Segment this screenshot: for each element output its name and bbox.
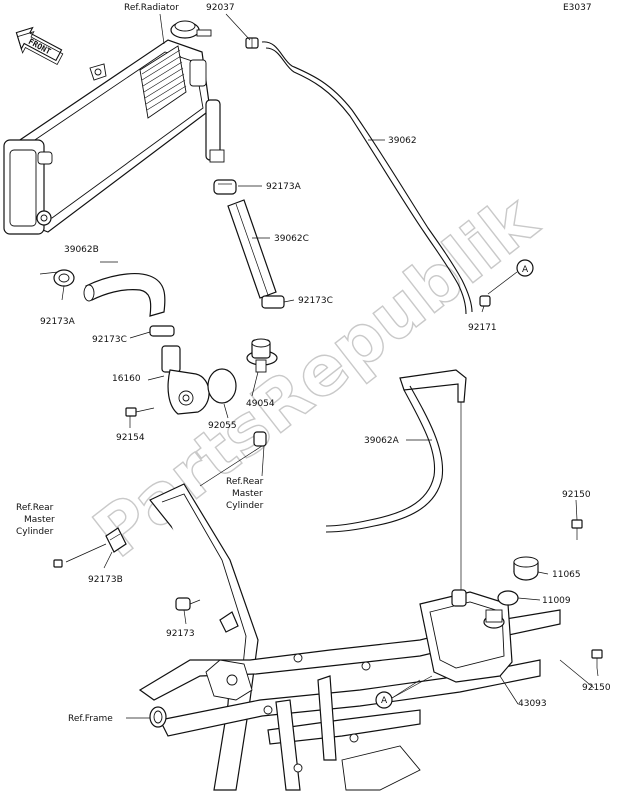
label-92150-bottom: 92150: [582, 683, 611, 693]
clamp-92173c-right: [261, 295, 285, 309]
label-92173a-top: 92173A: [266, 182, 302, 192]
label-11009: 11009: [542, 596, 571, 606]
clamp-92037: [245, 37, 259, 49]
hose-39062-edge: [265, 47, 467, 315]
clamp-92173a-upper: [213, 179, 237, 195]
watermark: PartsRepublik: [80, 180, 553, 574]
hose-39062: [261, 41, 473, 313]
leader-lines: [39, 13, 599, 719]
label-92037: 92037: [206, 3, 235, 13]
clamp-92173: [175, 597, 191, 611]
oring-92055: [207, 368, 237, 404]
label-39062b: 39062B: [64, 245, 99, 255]
ref-master-left-3: Cylinder: [16, 527, 54, 537]
hose-39062c: [227, 199, 277, 299]
front-arrow-icon: FRONT: [15, 26, 64, 66]
bolt-92154: [125, 407, 155, 417]
ref-master-right-1: Ref.Rear: [226, 477, 264, 487]
label-11065: 11065: [552, 570, 581, 580]
label-92173c-left: 92173C: [92, 335, 127, 345]
housing-16160: [161, 345, 210, 415]
clamp-master-right: [253, 431, 267, 447]
reservoir-43093: [419, 589, 513, 683]
label-92154: 92154: [116, 433, 145, 443]
thermostat-49054: [246, 338, 278, 373]
label-92173: 92173: [166, 629, 195, 639]
labels: E3037 Ref.Radiator 92037 39062 92173A 39…: [16, 3, 611, 724]
ref-master-right-3: Cylinder: [226, 501, 264, 511]
callout-a-bottom: [375, 691, 393, 709]
clamp-92173c-left: [149, 325, 175, 337]
ref-radiator-label: Ref.Radiator: [124, 3, 179, 13]
label-92150-top: 92150: [562, 490, 591, 500]
label-39062c: 39062C: [274, 234, 309, 244]
label-92173a-left: 92173A: [40, 317, 76, 327]
label-92171: 92171: [468, 323, 497, 333]
gasket-11009: [497, 590, 519, 606]
label-39062a: 39062A: [364, 436, 400, 446]
callout-a-top-label: A: [522, 265, 529, 275]
hose-39062b: [83, 273, 166, 317]
cap-11065: [513, 556, 539, 581]
radiator: [3, 20, 225, 235]
bolt-92150-bottom: [591, 649, 603, 668]
label-92055: 92055: [208, 421, 237, 431]
label-49054: 49054: [246, 399, 275, 409]
label-92173b: 92173B: [88, 575, 123, 585]
ref-master-right-2: Master: [232, 489, 263, 499]
callout-a-top: [516, 259, 534, 277]
ref-master-left-2: Master: [24, 515, 55, 525]
label-16160: 16160: [112, 374, 141, 384]
callout-a-bottom-label: A: [381, 696, 388, 706]
bolt-92150-top: [571, 519, 583, 540]
hose-39062a: [325, 369, 467, 600]
label-92173c-right: 92173C: [298, 296, 333, 306]
label-39062: 39062: [388, 136, 417, 146]
bolt-left-small: [53, 559, 63, 568]
clamp-92173b: [105, 527, 127, 553]
ref-frame-label: Ref.Frame: [68, 714, 113, 724]
clip-92171: [479, 295, 491, 307]
ref-master-left-1: Ref.Rear: [16, 503, 54, 513]
label-43093: 43093: [518, 699, 547, 709]
diagram-code: E3037: [563, 3, 592, 13]
